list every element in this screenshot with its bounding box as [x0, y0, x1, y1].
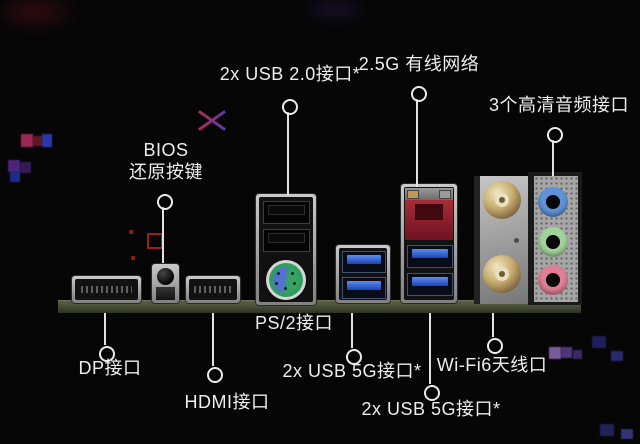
pixel-decoration	[611, 351, 623, 361]
callout-circle	[487, 338, 503, 354]
pixel-decoration	[33, 136, 42, 146]
pixel-decoration	[8, 160, 20, 172]
callout-line	[212, 313, 214, 366]
label-usb20: 2x USB 2.0接口*	[219, 64, 361, 84]
callout-circle	[282, 99, 298, 115]
wifi-antenna-connector	[483, 255, 521, 293]
label-dp: DP接口	[78, 358, 142, 378]
callout-circle	[424, 385, 440, 401]
label-ps2: PS/2接口	[254, 313, 334, 333]
pixel-decoration	[621, 429, 633, 439]
label-usb5g-left: 2x USB 5G接口*	[282, 361, 422, 381]
lan-led	[439, 190, 451, 199]
label-bios: BIOS 还原按键	[129, 139, 203, 183]
audio-jack-line-in	[538, 187, 568, 217]
bokeh-decoration	[0, 0, 80, 32]
usb-5g-stack-left	[336, 245, 390, 303]
bokeh-decoration	[300, 0, 370, 24]
ps2-port	[266, 260, 306, 300]
callout-line	[351, 313, 353, 348]
dot-decoration	[129, 230, 133, 234]
callout-circle	[411, 86, 427, 102]
callout-circle	[547, 127, 563, 143]
usb-5g-port	[342, 251, 386, 273]
callout-circle	[207, 367, 223, 383]
callout-line	[287, 112, 289, 196]
usb2-port	[263, 229, 310, 252]
wifi-antenna-bracket	[474, 176, 530, 304]
usb-5g-port	[407, 273, 453, 296]
pixel-decoration	[600, 424, 614, 436]
pixel-decoration	[42, 134, 52, 147]
usb2-port	[263, 201, 310, 224]
label-bios-line1: BIOS	[143, 140, 189, 160]
wifi-antenna-connector	[483, 181, 521, 219]
pixel-decoration	[549, 347, 561, 359]
lan-port	[405, 188, 453, 200]
pixel-decoration	[10, 172, 20, 182]
label-bios-line2: 还原按键	[129, 162, 203, 182]
callout-circle	[99, 346, 115, 362]
usb-5g-port	[407, 245, 453, 268]
label-audio: 3个高清音频接口	[488, 95, 630, 115]
dot-decoration	[131, 256, 135, 260]
callout-line	[429, 313, 431, 384]
lan-led	[407, 190, 419, 199]
callout-circle	[157, 194, 173, 210]
lan-usb-stack	[401, 184, 457, 303]
callout-line	[162, 207, 164, 263]
callout-line	[104, 313, 106, 345]
pixel-decoration	[573, 350, 582, 359]
pixel-decoration	[561, 347, 572, 358]
label-lan: 2.5G 有线网络	[358, 54, 480, 74]
motherboard-pcb-edge	[58, 300, 581, 313]
usb2-ps2-stack	[256, 194, 316, 305]
pixel-decoration	[20, 162, 31, 173]
callout-line	[552, 140, 554, 176]
lan-port-body	[405, 200, 453, 240]
callout-line	[416, 99, 418, 187]
callout-line	[492, 313, 494, 337]
pixel-decoration	[21, 134, 33, 147]
pixel-decoration	[592, 336, 606, 348]
callout-circle	[346, 349, 362, 365]
hdmi-port	[186, 276, 240, 303]
label-wifi: Wi-Fi6天线口	[436, 355, 548, 375]
label-usb5g-right: 2x USB 5G接口*	[361, 399, 501, 419]
bios-reset-button	[152, 264, 179, 303]
dp-port	[72, 276, 141, 303]
button-cap	[157, 268, 174, 285]
square-decoration	[147, 233, 163, 249]
label-hdmi: HDMI接口	[184, 392, 270, 412]
audio-jack-mic	[538, 265, 568, 295]
audio-jacks-plate	[528, 172, 582, 305]
usb-5g-port	[342, 277, 386, 299]
audio-jack-line-out	[538, 227, 568, 257]
